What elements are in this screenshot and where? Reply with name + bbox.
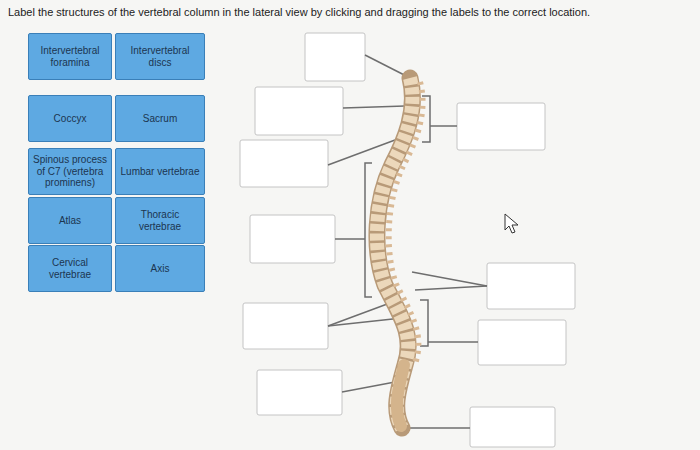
label-tile: Intervertebral foramina xyxy=(28,33,112,80)
label-tile: Lumbar vertebrae xyxy=(115,148,205,195)
drop-box xyxy=(255,87,343,135)
drop-box xyxy=(243,303,328,349)
label-tile: Sacrum xyxy=(115,95,205,142)
drop-box xyxy=(240,140,328,187)
drop-box xyxy=(305,33,365,81)
drop-box xyxy=(478,320,566,365)
label-text: Atlas xyxy=(59,215,81,227)
leader-lines xyxy=(328,55,487,428)
label-text: Coccyx xyxy=(54,113,87,125)
label-text: Thoracic vertebrae xyxy=(119,209,201,232)
drop-box xyxy=(457,103,545,150)
label-tile: Atlas xyxy=(28,197,112,244)
label-text: Intervertebral foramina xyxy=(32,45,108,68)
drop-box xyxy=(250,215,335,263)
drop-box xyxy=(487,263,575,309)
label-tile: Intervertebral discs xyxy=(115,33,205,80)
vertebral-column xyxy=(377,78,423,428)
cursor-icon xyxy=(505,214,518,233)
label-tile: Thoracic vertebrae xyxy=(115,197,205,244)
label-tile: Coccyx xyxy=(28,95,112,142)
instruction-title: Label the structures of the vertebral co… xyxy=(8,6,688,18)
label-text: Cervical vertebrae xyxy=(32,257,108,280)
label-text: Sacrum xyxy=(143,113,177,125)
drop-box xyxy=(257,370,342,415)
label-tile: Cervical vertebrae xyxy=(28,245,112,292)
label-text: Spinous process of C7 (vertebra prominen… xyxy=(32,154,108,189)
label-text: Intervertebral discs xyxy=(119,45,201,68)
drop-box xyxy=(470,407,555,447)
label-text: Axis xyxy=(151,263,170,275)
label-tile: Spinous process of C7 (vertebra prominen… xyxy=(28,148,112,195)
label-tile: Axis xyxy=(115,245,205,292)
label-text: Lumbar vertebrae xyxy=(121,166,200,178)
